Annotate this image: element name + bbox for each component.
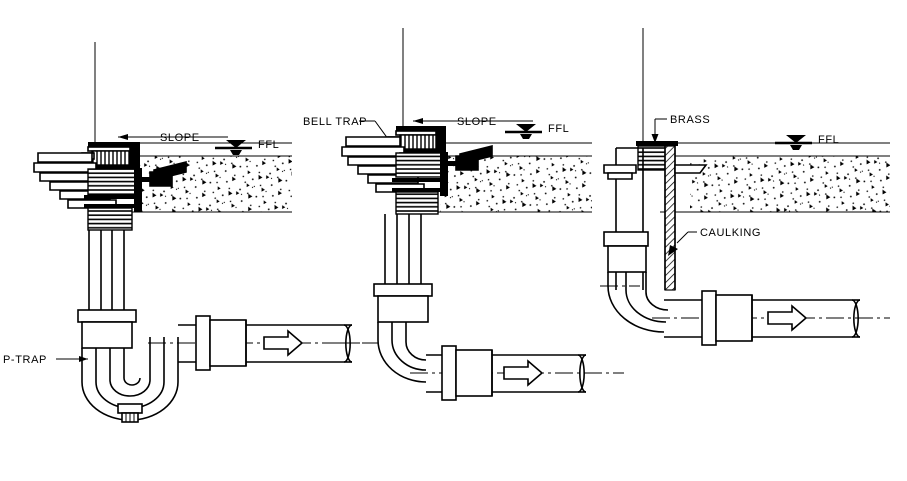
drain-grate-middle — [399, 134, 437, 150]
ffl-label-middle: FFL — [548, 123, 569, 135]
p-trap-left — [81, 337, 179, 423]
p-trap-label: P-TRAP — [3, 354, 47, 366]
slope-leader-middle — [413, 118, 533, 124]
elbow-middle — [333, 322, 427, 383]
slip-nut-left — [77, 309, 137, 323]
brass-label: BRASS — [670, 114, 710, 126]
ffl-symbol-middle — [505, 124, 542, 139]
coupling-right — [701, 290, 717, 346]
ffl-symbol-left — [215, 140, 252, 155]
cleanout-plug-left — [117, 403, 143, 414]
ffl-symbol-right — [775, 135, 812, 150]
caulking-column — [664, 145, 676, 291]
outlet-right — [652, 290, 890, 346]
ffl-label-left: FFL — [258, 139, 279, 151]
floor-drain-assembly-left — [33, 142, 187, 231]
outlet-left — [148, 315, 360, 371]
slope-label-left: SLOPE — [160, 132, 200, 144]
bell-trap-label: BELL TRAP — [303, 116, 367, 128]
slip-nut-middle — [373, 283, 433, 297]
detail-right: BRASS — [600, 28, 890, 346]
outlet-middle — [410, 345, 624, 401]
brass-label-group: BRASS — [651, 114, 710, 143]
coupling-middle — [441, 345, 457, 401]
drain-grate-left — [91, 150, 131, 166]
slope-leader-left — [118, 134, 228, 140]
flow-arrow-right — [767, 304, 808, 332]
detail-middle: BELL TRAP — [303, 28, 624, 401]
drain-threads-left — [87, 168, 137, 196]
slab-hatch-right — [690, 156, 890, 212]
ffl-label-right: FFL — [818, 134, 839, 146]
detail-left: P-TRAP — [3, 42, 360, 423]
flow-arrow-middle — [503, 359, 544, 387]
caulking-label: CAULKING — [700, 227, 761, 239]
caulking-label-group: CAULKING — [668, 227, 761, 256]
flow-arrow-left — [263, 329, 304, 357]
tailpiece-middle — [373, 214, 433, 323]
elbow-right — [600, 272, 669, 333]
slip-nut-right — [603, 231, 649, 247]
tailpiece-left — [77, 230, 137, 349]
slope-label-middle: SLOPE — [457, 116, 497, 128]
coupling-left — [195, 315, 211, 371]
bell-trap-assembly — [341, 126, 493, 215]
brass-sleeve-assembly — [603, 141, 708, 291]
